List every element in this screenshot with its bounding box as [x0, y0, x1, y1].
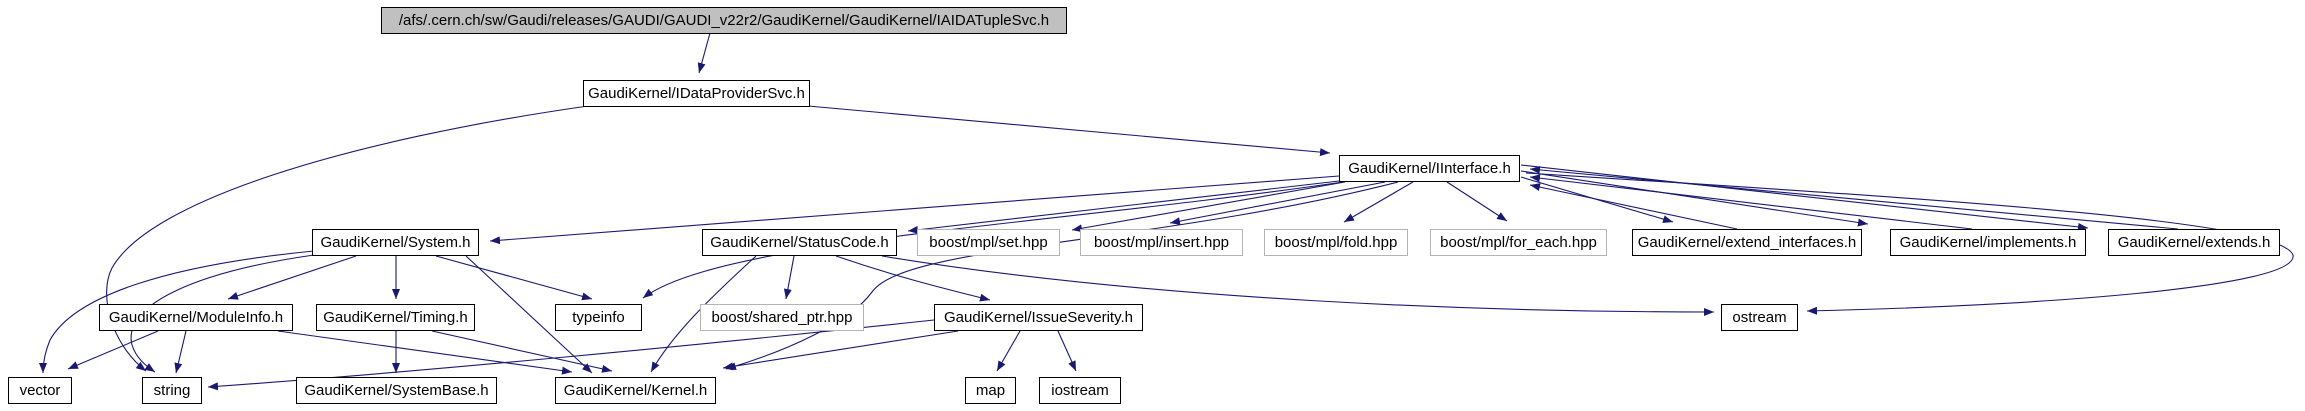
- node-issueseverity[interactable]: GaudiKernel/IssueSeverity.h: [934, 304, 1143, 331]
- node-boost-shared-ptr: boost/shared_ptr.hpp: [700, 304, 864, 331]
- node-idataprovidersvc[interactable]: GaudiKernel/IDataProviderSvc.h: [583, 80, 810, 107]
- node-iostream: iostream: [1039, 377, 1121, 404]
- edge-issueseverity-to-iostream: [1057, 330, 1077, 372]
- node-iaidatuplesvc-root: /afs/.cern.ch/sw/Gaudi/releases/GAUDI/GA…: [381, 7, 1067, 34]
- edge-statuscode-to-ostream: [881, 255, 1715, 316]
- edge-iinterface-to-typeinfo: [642, 181, 1344, 299]
- edge-timing-to-kernel: [431, 330, 613, 373]
- edge-moduleinfo-to-kernel: [277, 330, 573, 375]
- edge-iinterface-to-extends: [1520, 164, 2089, 231]
- edge-system-to-vector: [39, 250, 315, 374]
- edge-idataprovidersvc-to-iinterface: [807, 105, 1331, 157]
- edge-iinterface-to-system: [489, 175, 1340, 245]
- node-string: string: [142, 377, 202, 404]
- edge-issueseverity-to-map: [996, 330, 1021, 372]
- edge-iinterface-to-implements: [1520, 170, 1869, 227]
- edge-statuscode-to-issueseverity: [835, 255, 991, 302]
- node-boost-mpl-fold: boost/mpl/fold.hpp: [1264, 229, 1408, 256]
- node-typeinfo: typeinfo: [555, 304, 642, 331]
- edge-iinterface-to-mpl_insert: [1169, 181, 1386, 226]
- edge-moduleinfo-to-string: [174, 330, 187, 374]
- node-timing[interactable]: GaudiKernel/Timing.h: [316, 304, 475, 331]
- node-vector: vector: [8, 377, 72, 404]
- node-extend-interfaces[interactable]: GaudiKernel/extend_interfaces.h: [1632, 229, 1862, 256]
- edge-iinterface-to-mpl_fold: [1343, 181, 1414, 223]
- node-boost-mpl-for-each: boost/mpl/for_each.hpp: [1430, 229, 1607, 256]
- edge-statuscode-to-shared_ptr: [783, 255, 795, 300]
- edge-iinterface-to-kernel: [725, 181, 1399, 370]
- edge-iaidatuplesvc-to-idataprovidersvc: [697, 32, 711, 74]
- edge-iinterface-to-mpl_for_each: [1446, 181, 1508, 222]
- node-extends[interactable]: GaudiKernel/extends.h: [2108, 229, 2280, 256]
- edge-statuscode-to-kernel: [650, 255, 757, 373]
- edge-system-to-moduleinfo: [227, 255, 357, 300]
- node-statuscode[interactable]: GaudiKernel/StatusCode.h: [702, 229, 897, 256]
- node-iinterface[interactable]: GaudiKernel/IInterface.h: [1339, 155, 1520, 182]
- edge-implements-to-iinterface: [1529, 174, 1973, 230]
- edge-iinterface-to-mpl_set: [1071, 181, 1346, 233]
- node-system[interactable]: GaudiKernel/System.h: [312, 229, 479, 256]
- node-ostream: ostream: [1721, 304, 1798, 331]
- node-moduleinfo[interactable]: GaudiKernel/ModuleInfo.h: [99, 304, 293, 331]
- edge-issueseverity-to-kernel: [722, 330, 959, 371]
- node-boost-mpl-set: boost/mpl/set.hpp: [917, 229, 1060, 256]
- edge-iinterface-to-statuscode: [907, 180, 1340, 234]
- edge-extends-to-iinterface: [1529, 165, 2179, 230]
- edge-system-to-kernel: [465, 255, 593, 374]
- edge-iinterface-to-ostream: [1525, 172, 2294, 315]
- edge-system-to-typeinfo: [435, 255, 593, 301]
- node-implements[interactable]: GaudiKernel/implements.h: [1890, 229, 2086, 256]
- edge-moduleinfo-to-vector: [67, 330, 159, 370]
- node-kernel[interactable]: GaudiKernel/Kernel.h: [555, 377, 716, 404]
- node-map: map: [965, 377, 1016, 404]
- edge-extend_interfaces-to-iinterface: [1529, 183, 1738, 230]
- node-boost-mpl-insert: boost/mpl/insert.hpp: [1080, 229, 1243, 256]
- node-systembase[interactable]: GaudiKernel/SystemBase.h: [296, 377, 497, 404]
